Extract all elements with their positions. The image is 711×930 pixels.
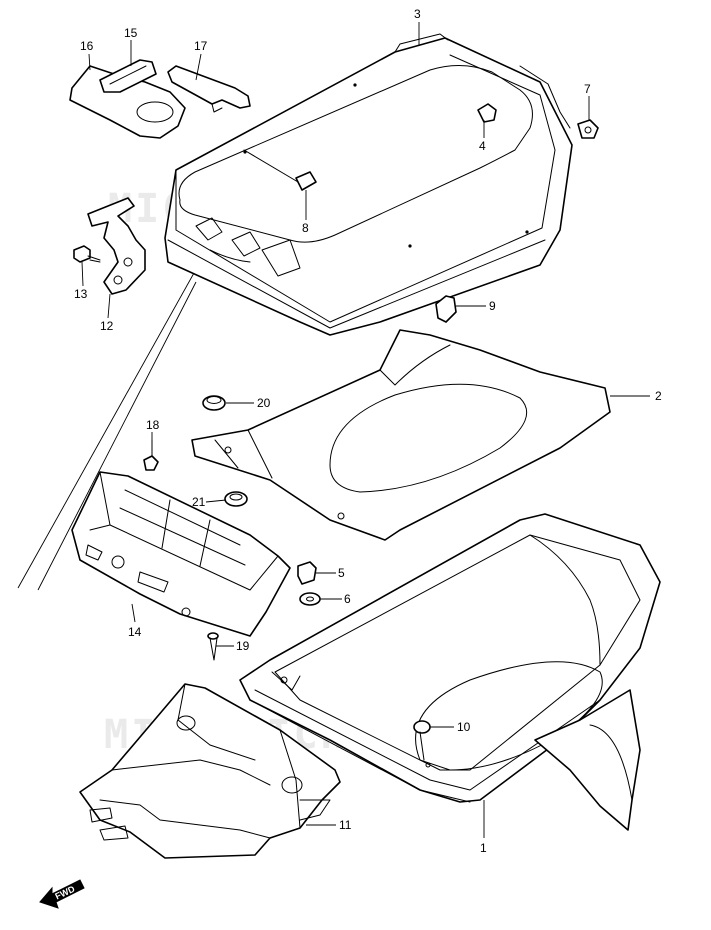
part-11-undercover[interactable] [79,683,341,859]
part-14-tray[interactable] [71,471,291,637]
callout-13: 13 [74,287,88,301]
callout-16: 16 [80,39,94,53]
callout-17: 17 [194,39,208,53]
callout-9: 9 [489,299,496,313]
callout-14: 14 [128,625,142,639]
part-18-rivet[interactable] [143,439,159,471]
callout-10: 10 [457,720,471,734]
callout-2: 2 [655,389,662,403]
callout-18: 18 [146,418,160,432]
callout-21: 21 [192,495,206,509]
part-20-grommet[interactable] [202,395,226,411]
callout-numbers: 3 15 16 17 7 4 8 13 12 9 2 20 21 18 5 6 … [74,7,662,855]
leader-box-to-tray-2 [37,281,197,591]
callout-leaders [81,22,650,838]
callout-1: 1 [480,841,487,855]
part-5-bolt[interactable] [297,561,317,585]
fwd-arrow-icon: FWD [39,879,85,909]
part-2-mat[interactable] [191,329,611,541]
callout-15: 15 [124,26,138,40]
part-21-grommet[interactable] [224,491,248,507]
part-7-nut[interactable] [577,119,599,139]
part-17-bracket[interactable] [167,65,251,113]
callout-8: 8 [302,221,309,235]
part-8-rivet[interactable] [243,149,317,191]
callout-4: 4 [479,139,486,153]
part-4-bolt[interactable] [477,103,497,123]
callout-19: 19 [236,639,250,653]
callout-7: 7 [584,82,591,96]
part-19-screw[interactable] [207,632,219,661]
part-13-bolt[interactable] [73,245,101,263]
part-3-helmet-box[interactable] [164,33,573,336]
part-12-stay[interactable] [87,197,146,295]
part-15-clip[interactable] [99,59,157,93]
part-1-storage-box[interactable] [239,513,661,831]
callout-3: 3 [414,7,421,21]
callout-11: 11 [339,818,352,832]
callout-20: 20 [257,396,271,410]
callout-6: 6 [344,592,351,606]
part-9-clip[interactable] [435,295,457,323]
callout-12: 12 [100,319,114,333]
callout-5: 5 [338,566,345,580]
part-6-washer[interactable] [299,592,321,606]
